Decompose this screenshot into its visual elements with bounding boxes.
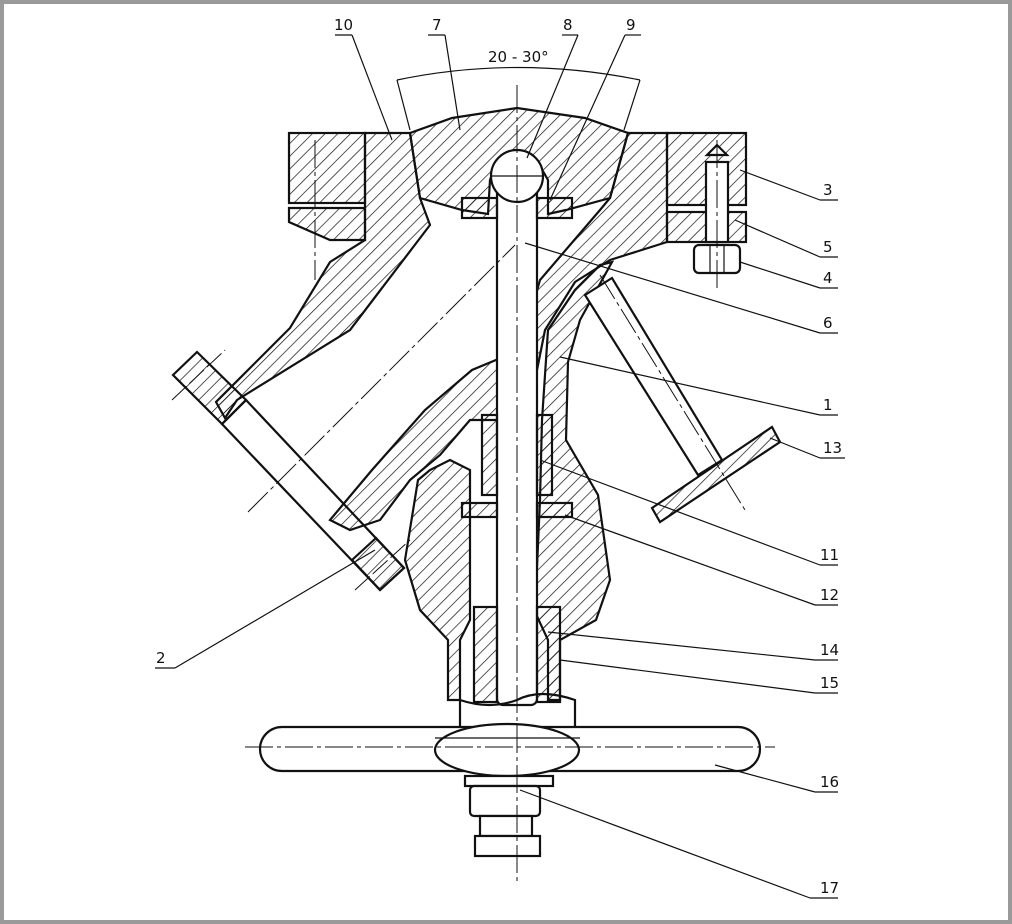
valve-body	[214, 131, 669, 702]
callout-17: 17	[820, 879, 839, 897]
top-flange-left	[287, 131, 367, 242]
callout-15: 15	[820, 674, 839, 692]
callout-11: 11	[820, 546, 839, 564]
stem-nut	[472, 605, 562, 704]
callout-10: 10	[334, 16, 353, 34]
callout-2: 2	[156, 649, 166, 667]
packing-set	[460, 413, 574, 519]
valve-section-drawing: 20 - 30° 10 7 8 9 3 5 4 6 1 13 11 12 2	[155, 16, 845, 899]
callout-12: 12	[820, 586, 839, 604]
handwheel	[258, 722, 762, 778]
leader-lines	[155, 34, 845, 899]
callout-9: 9	[626, 16, 636, 34]
callout-5: 5	[823, 238, 833, 256]
callout-7: 7	[432, 16, 442, 34]
seat-ring	[460, 196, 574, 220]
callout-6: 6	[823, 314, 833, 332]
angle-label: 20 - 30°	[488, 48, 549, 66]
callouts: 10 7 8 9 3 5 4 6 1 13 11 12 2 14 15 16 1…	[156, 16, 842, 897]
callout-14: 14	[820, 641, 839, 659]
angle-dimension: 20 - 30°	[396, 48, 641, 131]
handwheel-nut	[463, 774, 555, 858]
center-lines	[171, 85, 775, 885]
callout-16: 16	[820, 773, 839, 791]
callout-3: 3	[823, 181, 833, 199]
callout-4: 4	[823, 269, 833, 287]
callout-1: 1	[823, 396, 833, 414]
inlet-flange	[171, 350, 406, 592]
callout-8: 8	[563, 16, 573, 34]
callout-13: 13	[823, 439, 842, 457]
yoke-sleeve	[458, 692, 577, 737]
